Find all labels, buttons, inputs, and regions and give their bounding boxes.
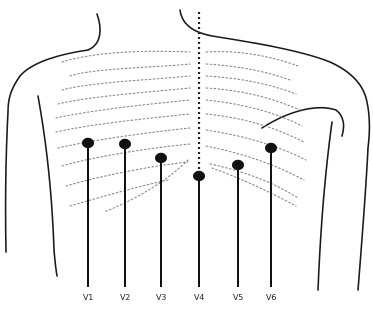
costal-margin-right xyxy=(212,168,296,206)
neck-left-line xyxy=(88,14,100,50)
rib-left-1 xyxy=(70,64,190,76)
lead-label-v2: V2 xyxy=(120,293,130,302)
rib-cage xyxy=(56,51,306,212)
rib-right-7 xyxy=(206,146,304,180)
rib-right-4 xyxy=(206,100,302,126)
rib-left-3 xyxy=(58,88,190,104)
electrode-v1 xyxy=(82,138,94,148)
rib-left-4 xyxy=(56,100,190,118)
right-arm-line xyxy=(358,148,368,290)
left-shoulder-line xyxy=(8,50,88,112)
rib-right-8 xyxy=(210,164,298,198)
electrode-v4 xyxy=(193,171,205,181)
rib-left-5 xyxy=(56,114,190,132)
rib-right-3 xyxy=(206,88,300,110)
lead-label-v6: V6 xyxy=(266,293,276,302)
electrode-v3 xyxy=(155,153,167,163)
lead-label-v5: V5 xyxy=(233,293,243,302)
rib-left-8 xyxy=(66,162,188,186)
electrode-v2 xyxy=(119,139,131,149)
clavicle-right xyxy=(206,52,298,66)
lead-electrodes: V1 V2 V3 V4 V5 V6 xyxy=(82,138,277,302)
lead-label-v4: V4 xyxy=(194,293,204,302)
rib-right-6 xyxy=(206,130,306,160)
rib-right-1 xyxy=(206,64,290,80)
clavicle-left xyxy=(62,51,190,62)
right-side-line xyxy=(318,122,332,290)
electrode-v5 xyxy=(232,160,244,170)
lead-label-v3: V3 xyxy=(156,293,166,302)
neck-right-line xyxy=(180,10,212,36)
rib-right-2 xyxy=(206,76,296,94)
lead-label-v1: V1 xyxy=(83,293,93,302)
left-side-line xyxy=(38,96,57,276)
rib-right-5 xyxy=(206,114,304,142)
electrode-v6 xyxy=(265,143,277,153)
rib-left-9 xyxy=(70,180,168,206)
left-arm-line xyxy=(6,112,8,252)
rib-left-2 xyxy=(62,76,190,90)
torso-outline xyxy=(6,10,370,290)
